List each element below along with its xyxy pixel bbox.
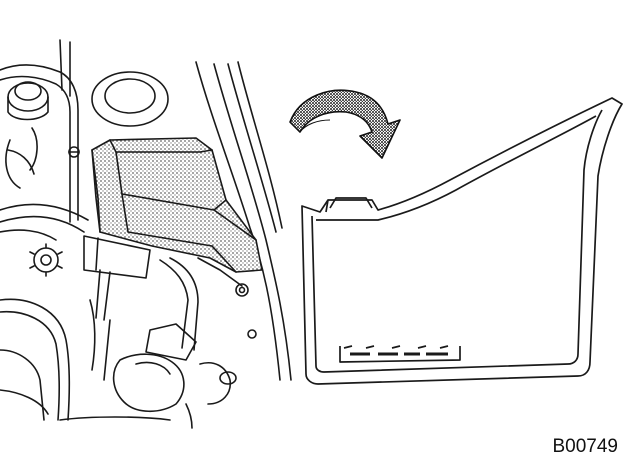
nut-icon (29, 243, 63, 277)
bolt-icon (247, 329, 257, 339)
engine-bay-illustration (0, 39, 292, 429)
relay-box-cover-removed (301, 97, 623, 385)
bolt-icon (68, 146, 80, 158)
curved-arrow-icon (289, 89, 401, 159)
strut-tower (91, 71, 169, 127)
cover-connector-strip (339, 345, 461, 363)
figure-reference-code: B00749 (552, 436, 618, 457)
relay-block-cover (91, 137, 263, 273)
bolt-icon (235, 283, 249, 297)
battery-cap-icon (5, 81, 49, 189)
